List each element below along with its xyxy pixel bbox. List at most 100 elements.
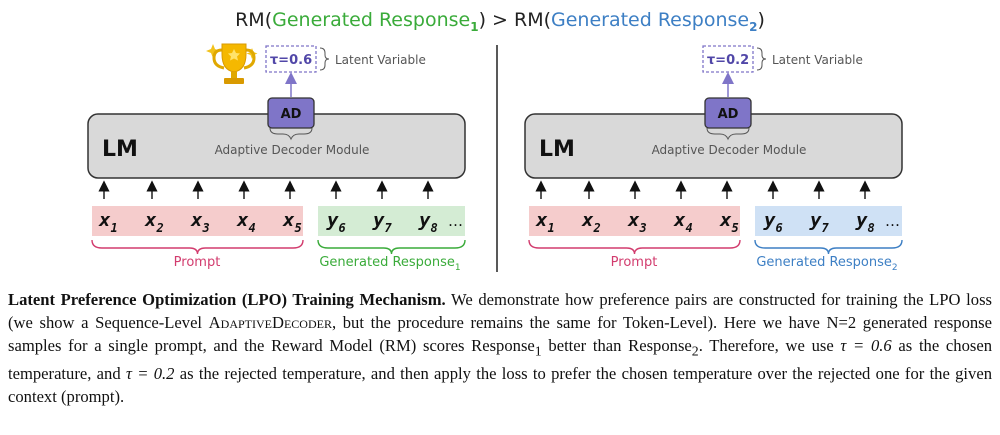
token: x5 [719,209,739,235]
token-subscript: 2 [592,221,600,235]
tau-value: τ=0.2 [707,53,749,68]
ad-brace [269,127,313,141]
title-chosen-sub: 1 [470,20,478,34]
token: x3 [627,209,647,235]
trophy-stem [231,72,237,78]
prompt-token-band [529,206,740,236]
caption-title: Latent Preference Optimization (LPO) Tra… [8,290,446,309]
trophy-icon [206,43,258,84]
token-subscript: 7 [821,221,829,235]
token-ellipsis: … [448,212,463,230]
prompt-label: Prompt [174,255,221,270]
token: y6 [326,209,346,235]
latent-brace [319,47,330,71]
token-subscript: 6 [338,221,345,235]
figure-caption: Latent Preference Optimization (LPO) Tra… [8,290,993,407]
token: y7 [809,209,829,235]
trophy-star [228,49,240,61]
token-symbol: y [418,209,431,231]
title-rejected-sub: 2 [749,20,757,34]
adaptive-decoder-term: AdaptiveDecoder [208,313,332,332]
response-label-sub: 1 [455,263,461,273]
token-symbol: x [190,209,203,231]
adaptive-decoder-module-label: Adaptive Decoder Module [652,143,807,157]
token-symbol: x [673,209,686,231]
token-subscript: 1 [110,221,117,235]
tau-box [265,45,317,73]
token: x2 [581,209,601,235]
ad-label: AD [281,107,302,122]
token-symbol: x [581,209,594,231]
ad-box [267,97,315,129]
token: x4 [236,209,256,235]
token-subscript: 3 [201,221,209,235]
prompt-token-band [92,206,303,236]
token-subscript: 5 [731,221,738,235]
tau-chosen-inline: τ = 0.6 [840,336,892,355]
response-label-text: Generated Response [756,255,892,270]
token-subscript: 8 [867,221,874,235]
token-symbol: y [763,209,776,231]
trophy-base [224,78,244,84]
lm-label: LM [539,137,575,162]
token-ellipsis: … [885,212,900,230]
title-rejected: Generated Response [551,9,749,31]
token-symbol: x [535,209,548,231]
token-symbol: y [855,209,868,231]
tau-box [702,45,754,73]
token-symbol: x [144,209,157,231]
latent-variable-label: Latent Variable [772,53,863,67]
title-chosen: Generated Response [272,9,470,31]
token: y6 [763,209,783,235]
token: y7 [372,209,392,235]
trophy-handle [243,48,256,70]
token-subscript: 8 [430,221,437,235]
sparkle [206,44,220,58]
token: x3 [190,209,210,235]
token-symbol: y [372,209,385,231]
response-brace [317,239,466,255]
figure-title: RM(Generated Response1) > RM(Generated R… [235,9,765,34]
lpo-figure: RM(Generated Response1) > RM(Generated R… [87,9,903,273]
response-label: Generated Response1 [319,255,460,273]
token: y8 [418,209,438,235]
token-symbol: x [282,209,295,231]
token: y8 [855,209,875,235]
token-symbol: x [719,209,732,231]
token-subscript: 5 [294,221,301,235]
token: x5 [282,209,302,235]
response-label-text: Generated Response [319,255,455,270]
token-symbol: y [809,209,822,231]
latent-brace [756,47,767,71]
response-label: Generated Response2 [756,255,897,273]
response-label-sub: 2 [892,263,898,273]
prompt-label: Prompt [611,255,658,270]
prompt-brace [91,239,304,255]
token: x1 [535,209,555,235]
ad-box [704,97,752,129]
token-subscript: 1 [547,221,554,235]
trophy-handle [212,48,225,70]
token-symbol: x [236,209,249,231]
token-symbol: x [98,209,111,231]
token: x2 [144,209,164,235]
response-token-band [755,206,902,236]
token-subscript: 4 [685,221,692,235]
prompt-brace [528,239,741,255]
token-subscript: 2 [155,221,163,235]
token-subscript: 7 [384,221,392,235]
adaptive-decoder-module-label: Adaptive Decoder Module [215,143,370,157]
token-subscript: 3 [638,221,646,235]
token: x4 [673,209,693,235]
lm-label: LM [102,137,138,162]
latent-variable-label: Latent Variable [335,53,426,67]
token-symbol: y [326,209,339,231]
ad-brace [706,127,750,141]
response-token-band [318,206,465,236]
token: x1 [98,209,118,235]
token-symbol: x [627,209,640,231]
token-subscript: 6 [775,221,782,235]
ad-label: AD [718,107,739,122]
token-subscript: 4 [248,221,255,235]
